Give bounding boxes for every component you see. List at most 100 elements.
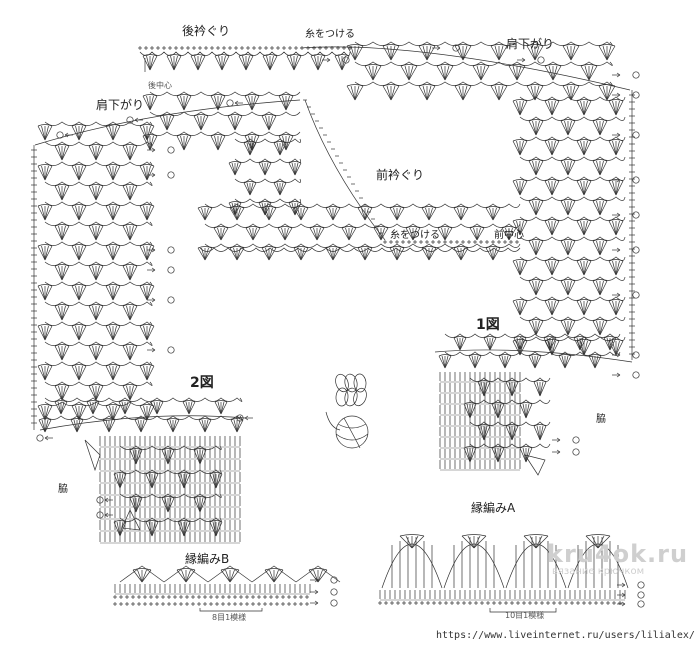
fan-stitch: [78, 205, 87, 221]
fan-stitch: [615, 100, 624, 116]
edging-a-scallop: [443, 543, 505, 589]
fan-stitch: [142, 55, 151, 71]
fan-stitch: [129, 265, 134, 281]
fan-stitch: [78, 365, 87, 381]
fan-stitch: [462, 45, 472, 61]
fan-top: [71, 324, 87, 327]
fan-stitch: [143, 165, 148, 181]
fan-stitch: [41, 405, 46, 421]
side-left-label: 脇: [58, 484, 68, 495]
fan-stitch: [588, 355, 596, 369]
fan-stitch: [531, 355, 536, 369]
fan-stitch: [215, 473, 220, 489]
fan-stitch: [462, 85, 472, 101]
chain-arc-row: [44, 341, 153, 346]
fan-stitch: [197, 115, 202, 131]
fan-stitch: [567, 320, 572, 336]
fan-stitch: [204, 247, 213, 261]
fan-stitch: [262, 55, 271, 71]
row-number-marker: [36, 434, 44, 442]
fan-stitch: [519, 140, 528, 156]
fan-stitch: [76, 419, 81, 433]
fan-stitch: [460, 207, 469, 221]
fan-stitch: [37, 405, 46, 421]
chain-arc-row: [44, 201, 153, 206]
fan-stitch: [220, 227, 229, 241]
fan-stitch: [428, 247, 437, 261]
fan-stitch: [285, 135, 294, 151]
fan-stitch: [615, 340, 624, 356]
fig1-top-arc: [434, 349, 633, 363]
fan-stitch: [161, 449, 169, 465]
fan-stitch: [139, 205, 148, 221]
chain-arc-row: [44, 281, 153, 286]
fan-top: [139, 284, 155, 287]
fan-stitch: [143, 285, 148, 301]
fan-stitch: [95, 345, 104, 361]
fan-stitch: [490, 85, 500, 101]
fan-stitch: [105, 325, 114, 341]
fan-stitch: [528, 355, 536, 369]
fan-stitch: [149, 95, 154, 111]
fan-stitch: [95, 305, 104, 321]
fan-stitch: [75, 165, 80, 181]
fan-stitch: [508, 381, 513, 397]
fan-stitch: [606, 85, 616, 101]
fan-top: [145, 520, 159, 523]
fan-stitch: [95, 265, 100, 281]
fan-stitch: [167, 449, 172, 465]
fan-stitch: [273, 142, 281, 156]
fan-stitch: [146, 325, 151, 341]
chain-arc-row: [469, 443, 551, 448]
fan-stitch: [170, 55, 175, 71]
fan-stitch: [536, 425, 541, 441]
fan-stitch: [188, 401, 193, 415]
row-number-marker: [96, 496, 104, 504]
fan-stitch: [480, 381, 485, 397]
fan-stitch: [288, 162, 296, 176]
chain-arc-row: [44, 161, 153, 166]
chain-arc-row: [119, 469, 222, 474]
fan-stitch: [199, 449, 207, 465]
fan-stitch: [44, 205, 53, 221]
fan-stitch: [529, 535, 537, 549]
fan-stitch: [194, 55, 199, 71]
fan-stitch: [71, 245, 80, 261]
fan-stitch: [361, 207, 366, 221]
edging-b-title: 縁編みB: [185, 552, 230, 566]
fan-stitch: [501, 355, 506, 369]
chain-arc-row: [519, 216, 626, 221]
chain-arc-row: [119, 493, 222, 498]
fan-stitch: [139, 245, 148, 261]
fan-top: [261, 114, 277, 117]
fan-stitch: [558, 355, 566, 369]
fan-stitch: [116, 521, 121, 537]
fan-stitch: [197, 207, 206, 221]
chain-arc-row: [234, 198, 301, 203]
fan-top: [273, 181, 287, 184]
fan-stitch: [37, 125, 46, 141]
fan-top: [88, 264, 104, 267]
fan-stitch: [580, 220, 585, 236]
fan-stitch: [44, 419, 52, 433]
fan-stitch: [364, 207, 373, 221]
fan-stitch: [220, 401, 225, 415]
fan-stitch: [95, 305, 100, 321]
fan-top: [166, 54, 182, 57]
fan-stitch: [498, 45, 504, 61]
fan-stitch: [92, 225, 97, 241]
fan-stitch: [329, 207, 334, 221]
fan-stitch: [78, 325, 87, 341]
row-number-marker: [632, 291, 640, 299]
row-number-marker: [637, 581, 645, 589]
fan-stitch: [411, 535, 425, 549]
fan-stitch: [146, 285, 155, 301]
fan-stitch: [61, 385, 70, 401]
fan-stitch: [60, 401, 68, 415]
fan-stitch: [489, 247, 494, 261]
fan-stitch: [139, 405, 148, 421]
fan-top: [139, 204, 155, 207]
fan-stitch: [526, 45, 536, 61]
row-arrow-head: [64, 132, 69, 138]
fan-stitch: [460, 247, 469, 261]
